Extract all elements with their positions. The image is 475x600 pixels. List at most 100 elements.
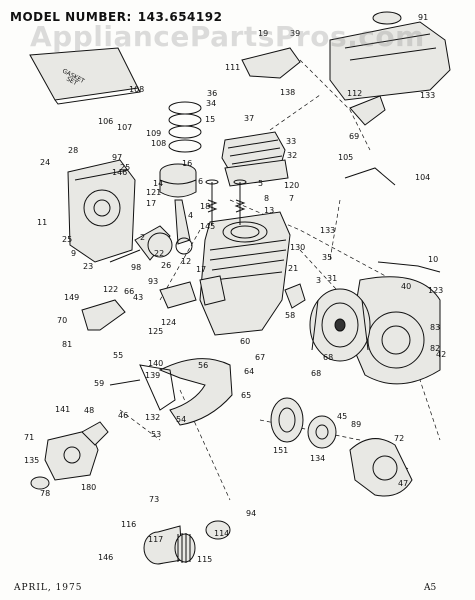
revision-date: APRIL, 1975 [14,583,83,593]
callout-109: 109 [146,129,161,138]
callout-68: 68 [323,353,333,362]
callout-138: 138 [280,88,295,97]
callout-46: 46 [118,411,128,420]
callout-135: 135 [24,456,39,465]
callout-25: 25 [120,163,130,172]
callout-146: 146 [98,553,113,562]
callout-105: 105 [338,153,353,162]
callout-28: 28 [68,146,78,155]
callout-133: 133 [420,91,435,100]
callout-10: 10 [428,255,438,264]
cylinder-block [199,211,291,336]
callout-70: 70 [57,316,67,325]
callout-149: 149 [64,293,79,302]
callout-78: 78 [40,489,50,498]
callout-65: 65 [241,391,251,400]
starter-gear [270,397,304,443]
callout-39: 39 [290,29,300,38]
governor-bracket [139,364,176,411]
callout-73: 73 [149,495,159,504]
blower-housing [349,276,441,385]
callout-133: 133 [320,226,335,235]
callout-108: 108 [129,85,144,94]
piston [159,163,197,198]
callout-107: 107 [117,123,132,132]
callout-64: 64 [244,367,254,376]
gasket-set-packet: GASKET SET [29,47,141,105]
callout-69: 69 [349,132,359,141]
callout-47: 47 [398,479,408,488]
callout-108: 108 [151,139,166,148]
intake-gasket [159,281,197,309]
callout-33: 33 [286,137,296,146]
callout-145: 145 [200,222,215,231]
callout-8: 8 [264,194,269,203]
callout-130: 130 [290,243,305,252]
callout-13: 13 [264,206,274,215]
page-code: A5 [424,583,437,593]
callout-94: 94 [246,509,256,518]
callout-83: 83 [430,323,440,332]
callout-71: 71 [24,433,34,442]
callout-151: 151 [273,446,288,455]
callout-3: 3 [316,276,321,285]
air-deflector [158,358,233,426]
callout-9: 9 [71,249,76,258]
callout-56: 56 [198,361,208,370]
callout-16: 16 [182,159,192,168]
valves [205,179,247,225]
callout-116: 116 [121,520,136,529]
callout-34: 34 [206,99,216,108]
carburetor-bowl [30,476,50,490]
callout-98: 98 [131,263,141,272]
callout-134: 134 [310,454,325,463]
callout-48: 48 [84,406,94,415]
callout-82: 82 [430,344,440,353]
callout-121: 121 [146,188,161,197]
crankcase-cover [67,159,136,263]
callout-67: 67 [255,353,265,362]
piston-rings [168,101,202,153]
callout-2: 2 [140,233,145,242]
callout-89: 89 [351,420,361,429]
intake-elbow [81,299,126,331]
callout-139: 139 [145,371,160,380]
callout-31: 31 [327,274,337,283]
callout-37: 37 [244,114,254,123]
callout-54: 54 [176,415,186,424]
callout-36: 36 [207,89,217,98]
head-gasket [224,159,289,187]
callout-68: 68 [311,369,321,378]
callout-24: 24 [40,158,50,167]
gasket-set-line2: SET [65,76,79,88]
callout-141: 141 [55,405,70,414]
callout-120: 120 [284,181,299,190]
callout-115: 115 [197,555,212,564]
callout-123: 123 [428,286,443,295]
callout-17: 17 [146,199,156,208]
callout-93: 93 [148,277,158,286]
callout-43: 43 [133,293,143,302]
callout-58: 58 [285,311,295,320]
callout-4: 4 [188,211,193,220]
breather [284,283,306,309]
tank-support [344,167,396,186]
callout-42: 42 [436,350,446,359]
connecting-rod [174,199,191,245]
callout-114: 114 [214,529,229,538]
callout-23: 23 [83,262,93,271]
cylinder-head [221,131,289,187]
callout-21: 21 [288,264,298,273]
callout-17: 17 [196,265,206,274]
watermark: AppliancePartsPros.com [30,20,425,53]
fuel-tank [329,11,451,101]
callout-26: 26 [161,261,171,270]
callout-112: 112 [347,89,362,98]
callout-5: 5 [258,179,263,188]
callout-66: 66 [124,287,134,296]
callout-140: 140 [148,359,163,368]
callout-122: 122 [103,285,118,294]
callout-55: 55 [113,351,123,360]
callout-7: 7 [289,194,294,203]
callout-25: 25 [62,235,72,244]
